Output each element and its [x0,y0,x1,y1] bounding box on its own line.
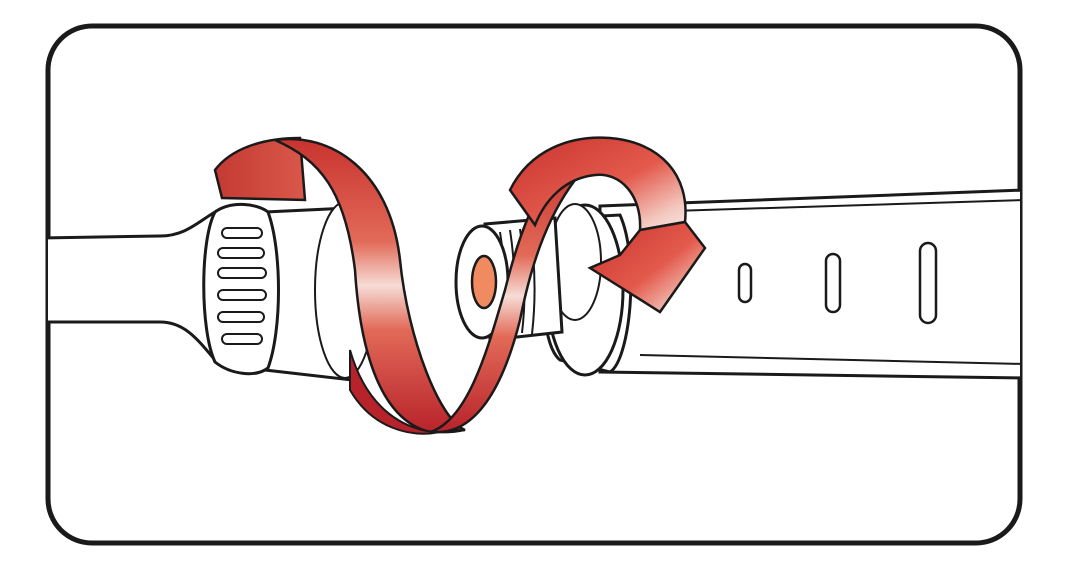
nozzle-flange [541,203,633,377]
tube-slot [737,262,753,304]
rotate-arrow-icon [213,136,577,435]
rotate-arrow-icon [508,136,707,314]
tube-slot [824,252,842,314]
grip-rib [221,227,263,239]
grip-rib [217,311,265,323]
tube-slot [918,241,938,325]
grip-rib [217,289,267,301]
grip-rib [217,247,265,259]
grip-rib [221,333,263,345]
grip-rib [217,267,267,279]
